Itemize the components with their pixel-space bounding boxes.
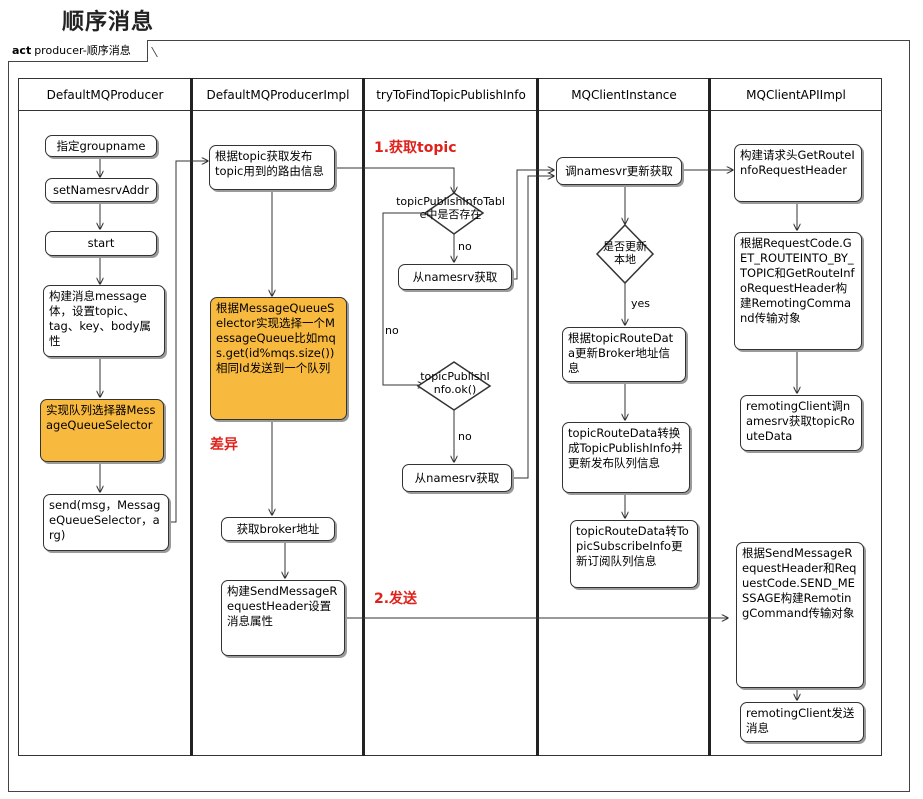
node-remoting-command-route: 根据RequestCode.GET_ROUTEINTO_BY_TOPIC和Get…: [734, 232, 862, 350]
decision-ok-label: topicPublishInfo.ok(): [420, 370, 490, 396]
diagram-title: 顺序消息: [62, 10, 155, 35]
node-send-header: 构建SendMessageRequestHeader设置消息属性: [221, 580, 345, 656]
arrow: [335, 167, 454, 193]
node-subscribe-info: topicRouteData转TopicSubscribeInfo更新订阅队列信…: [570, 520, 698, 588]
arrow: [382, 212, 425, 385]
edge-label-yes: yes: [631, 297, 651, 310]
arrow: [512, 170, 554, 280]
frame-keyword: act: [12, 44, 32, 57]
lane-header-client: MQClientInstance: [539, 79, 709, 111]
swimlane-container: [18, 78, 882, 756]
node-get-namesrv-1: 从namesrv获取: [398, 264, 512, 290]
lane-header-api: MQClientAPIImpl: [711, 79, 881, 111]
node-route-info: 根据topic获取发布topic用到的路由信息: [209, 145, 335, 190]
lane-header-producer: DefaultMQProducer: [19, 79, 191, 111]
decision-table-label: topicPublishInfoTable中是否存在: [396, 195, 505, 221]
decision-diamond: [595, 223, 655, 285]
node-broker-addr: 获取broker地址: [221, 517, 335, 541]
diff-label: 差异: [210, 437, 238, 453]
lane-header-find: tryToFindTopicPublishInfo: [365, 79, 537, 111]
node-start: start: [45, 231, 157, 256]
node-groupname: 指定groupname: [45, 135, 157, 157]
arrow: [170, 161, 208, 523]
lane-divider: [708, 78, 711, 756]
step1-label: 1.获取topic: [374, 140, 457, 156]
edge-label-no: no: [458, 430, 472, 443]
node-send: send(msg，MessageQueueSelector，arg): [43, 494, 169, 551]
decision-update-label: 是否更新本地: [603, 240, 647, 266]
activity-frame: [8, 40, 910, 792]
edge-label-no: no: [458, 240, 472, 253]
node-update-broker: 根据topicRouteData更新Broker地址信息: [562, 327, 686, 382]
node-get-namesrv-2: 从namesrv获取: [402, 464, 512, 492]
node-selector: 实现队列选择器MessageQueueSelector: [40, 399, 164, 462]
decision-diamond: [423, 192, 485, 235]
edge-label-no: no: [385, 324, 399, 337]
node-remoting-send: remotingClient发送消息: [740, 702, 864, 742]
node-remoting-get-route: remotingClient调namesrv获取topicRouteData: [740, 395, 862, 451]
node-remoting-command-send: 根据SendMessageRequestHeader和RequestCode.S…: [736, 542, 864, 688]
node-call-namesrv: 调namesvr更新获取: [556, 157, 682, 185]
node-build-message: 构建消息message体，设置topic、tag、key、body属性: [43, 285, 165, 357]
decision-diamond: [416, 361, 492, 411]
node-setnamesrvaddr: setNamesrvAddr: [45, 178, 157, 202]
lane-divider: [362, 78, 365, 756]
lane-divider: [536, 78, 539, 756]
lane-header-impl: DefaultMQProducerImpl: [193, 79, 363, 111]
step2-label: 2.发送: [374, 591, 418, 607]
lane-divider: [190, 78, 193, 756]
arrow: [512, 176, 554, 479]
node-queue-select: 根据MessageQueueSelector实现选择一个MessageQueue…: [210, 297, 347, 420]
node-publish-info: topicRouteData转换成TopicPublishInfo并更新发布队列…: [562, 422, 690, 493]
frame-name: producer-顺序消息: [34, 44, 131, 57]
node-request-header: 构建请求头GetRouteInfoRequestHeader: [734, 144, 862, 202]
